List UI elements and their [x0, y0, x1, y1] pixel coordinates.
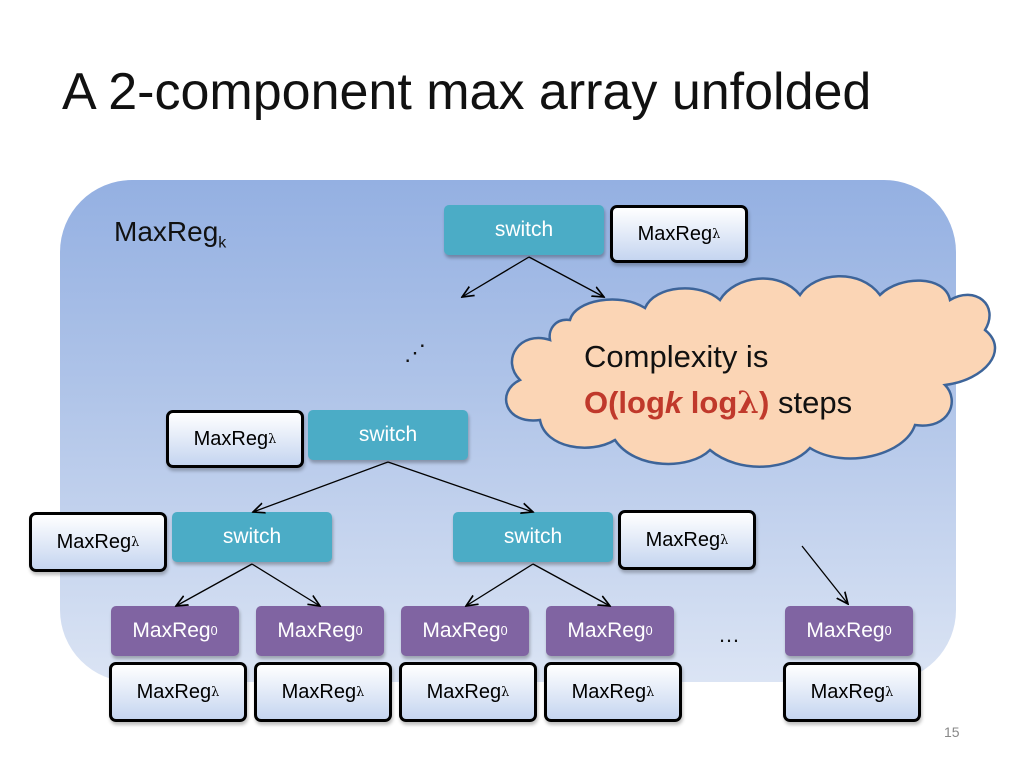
complexity-line-2: O(logk logλ) steps — [584, 385, 853, 421]
slide-title: A 2-component max array unfolded — [62, 63, 872, 121]
switch-right: switch — [453, 512, 613, 562]
horizontal-ellipsis: … — [718, 622, 740, 647]
panel-label: MaxRegk — [114, 216, 227, 252]
slide-number: 15 — [944, 724, 960, 740]
switch-top: switch — [444, 205, 604, 255]
switch-left: switch — [172, 512, 332, 562]
arrow-left-1 — [176, 563, 253, 606]
arrow-mid-left — [253, 461, 389, 512]
arrow-far-right — [801, 545, 848, 604]
complexity-text: Complexity is O(logk logλ) steps — [584, 334, 852, 426]
arrow-top-left — [462, 256, 530, 297]
arrow-top-right — [528, 256, 604, 297]
vertical-ellipsis: ⋰ — [404, 340, 426, 365]
arrow-right-1 — [466, 563, 534, 606]
complexity-line-1: Complexity is — [584, 339, 769, 374]
arrow-right-2 — [532, 563, 610, 606]
arrow-left-2 — [251, 563, 320, 606]
arrow-mid-right — [387, 461, 533, 512]
switch-mid: switch — [308, 410, 468, 460]
